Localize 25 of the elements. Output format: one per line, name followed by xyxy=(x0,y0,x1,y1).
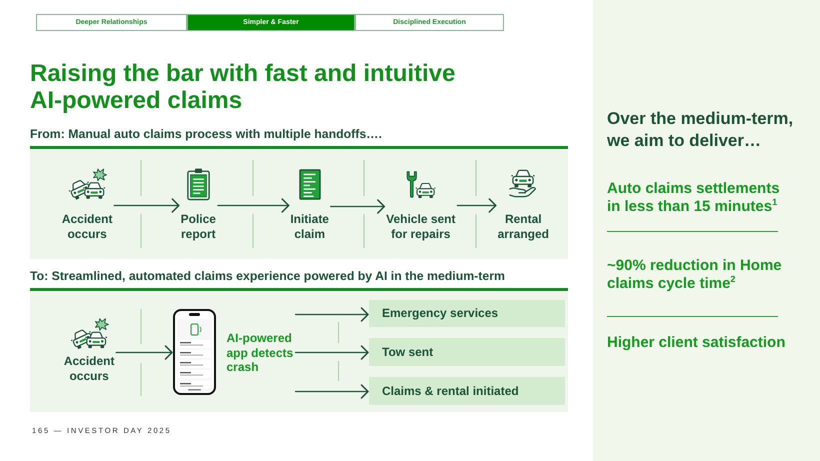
result-box: Tow sent xyxy=(369,338,565,366)
step-label: Initiate claim xyxy=(290,212,330,241)
result-box: Emergency services xyxy=(369,300,565,327)
slide-title: Raising the bar with fast and intuitive AI-powered claims xyxy=(30,60,456,114)
goal-text: Auto claims settlements in less than 15 minutes$^{1}$ xyxy=(607,180,781,216)
arrow xyxy=(456,198,497,213)
step-label: Accident occurs xyxy=(63,354,116,383)
arrow xyxy=(217,198,290,213)
section-heading: To: Streamlined, automated claims experience powered by AI in the medium-term xyxy=(30,268,505,284)
goal-text: Higher client satisfaction xyxy=(607,334,786,352)
result-box: Claims & rental initiated xyxy=(369,377,565,405)
arrow xyxy=(114,198,180,213)
arrow xyxy=(116,345,173,360)
arrow xyxy=(294,384,369,399)
goal-text: ~90% reduction in Home claims cycle time$^{2}$ xyxy=(607,257,783,293)
arrow xyxy=(330,199,386,214)
step-label: Rental arranged xyxy=(496,212,550,241)
arrow xyxy=(294,307,369,322)
step-label: Police report xyxy=(180,212,217,241)
step-label: Vehicle sent for repairs xyxy=(385,212,456,241)
panel-heading: Over the medium-term, we aim to deliver… xyxy=(607,108,794,152)
section-heading: From: Manual auto claims process with multiple handoffs…. xyxy=(30,126,382,142)
step-label: Accident occurs xyxy=(61,212,114,241)
step-label: AI-powered app detects crash xyxy=(226,331,294,374)
arrow xyxy=(294,345,369,360)
